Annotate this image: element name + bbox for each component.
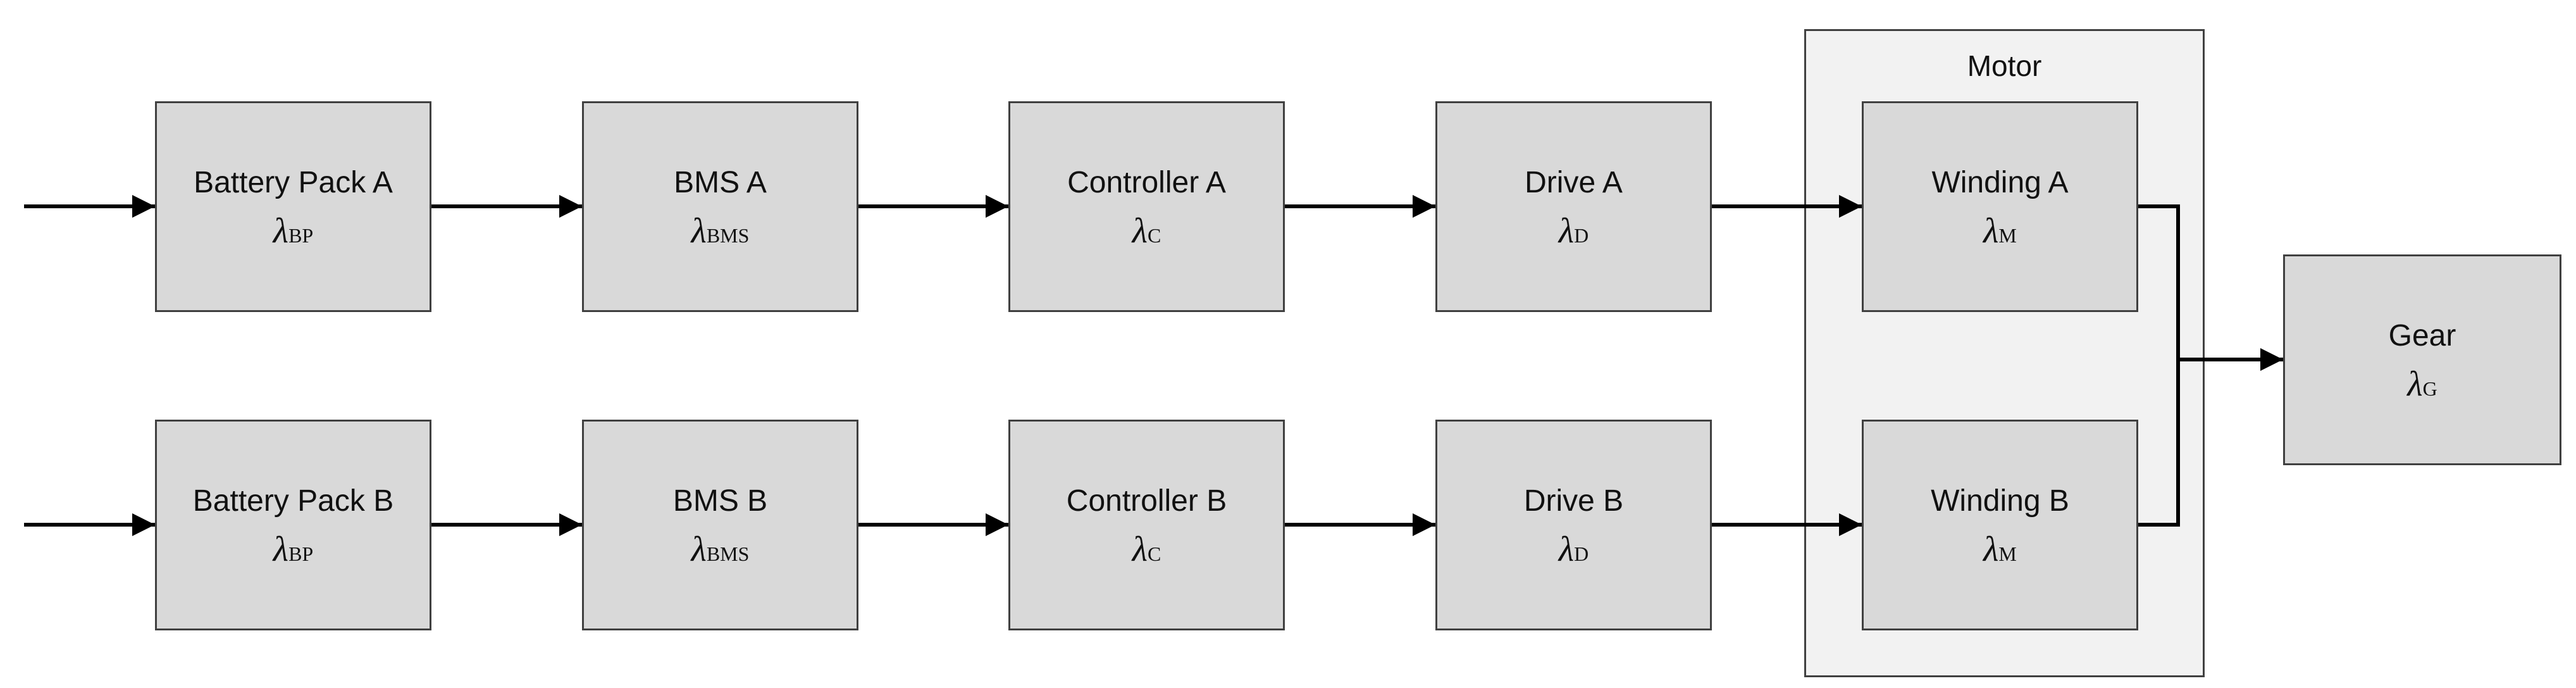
rate-subscript: D [1574, 542, 1589, 565]
block-label: Controller A [1067, 166, 1226, 199]
lambda-symbol: λ [1558, 530, 1575, 569]
failure-rate: λBMS [584, 211, 857, 251]
lambda-symbol: λ [691, 530, 707, 569]
rate-subscript: M [1998, 542, 2017, 565]
failure-rate: λD [1437, 211, 1710, 251]
rate-subscript: BP [288, 224, 314, 247]
drive-a-block: Drive A λD [1435, 101, 1712, 312]
rate-subscript: BP [288, 542, 314, 565]
rate-subscript: D [1574, 224, 1589, 247]
rate-subscript: C [1147, 224, 1161, 247]
rate-subscript: G [2422, 377, 2437, 400]
lambda-symbol: λ [2407, 365, 2423, 404]
controller-a-block: Controller A λC [1008, 101, 1285, 312]
rate-subscript: C [1147, 542, 1161, 565]
failure-rate: λC [1010, 529, 1283, 570]
lambda-symbol: λ [1983, 530, 1999, 569]
rate-subscript: M [1998, 224, 2017, 247]
failure-rate: λBMS [584, 529, 857, 570]
failure-rate: λM [1864, 529, 2136, 570]
failure-rate: λM [1864, 211, 2136, 251]
rate-subscript: BMS [706, 224, 750, 247]
block-label: BMS A [674, 166, 767, 199]
lambda-symbol: λ [1132, 211, 1148, 251]
rate-subscript: BMS [706, 542, 750, 565]
block-label: Battery Pack B [192, 484, 394, 518]
lambda-symbol: λ [1558, 211, 1575, 251]
battery-pack-b-block: Battery Pack B λBP [155, 420, 431, 630]
battery-pack-a-block: Battery Pack A λBP [155, 101, 431, 312]
block-label: Gear [2388, 319, 2456, 353]
failure-rate: λBP [157, 529, 430, 570]
motor-group-label: Motor [1967, 49, 2042, 82]
gear-block: Gear λG [2283, 254, 2561, 465]
controller-b-block: Controller B λC [1008, 420, 1285, 630]
block-label: Winding B [1931, 484, 2069, 518]
failure-rate: λC [1010, 211, 1283, 251]
block-label: Drive A [1525, 166, 1623, 199]
block-label: Drive B [1523, 484, 1624, 518]
drive-b-block: Drive B λD [1435, 420, 1712, 630]
lambda-symbol: λ [1983, 211, 1999, 251]
lambda-symbol: λ [273, 211, 289, 251]
lambda-symbol: λ [1132, 530, 1148, 569]
block-label: Winding A [1931, 166, 2069, 199]
lambda-symbol: λ [273, 530, 289, 569]
lambda-symbol: λ [691, 211, 707, 251]
block-label: Battery Pack A [194, 166, 393, 199]
block-label: BMS B [672, 484, 768, 518]
bms-a-block: BMS A λBMS [582, 101, 858, 312]
failure-rate: λBP [157, 211, 430, 251]
bms-b-block: BMS B λBMS [582, 420, 858, 630]
failure-rate: λD [1437, 529, 1710, 570]
failure-rate: λG [2285, 364, 2560, 404]
winding-b-block: Winding B λM [1862, 420, 2138, 630]
winding-a-block: Winding A λM [1862, 101, 2138, 312]
block-label: Controller B [1066, 484, 1227, 518]
